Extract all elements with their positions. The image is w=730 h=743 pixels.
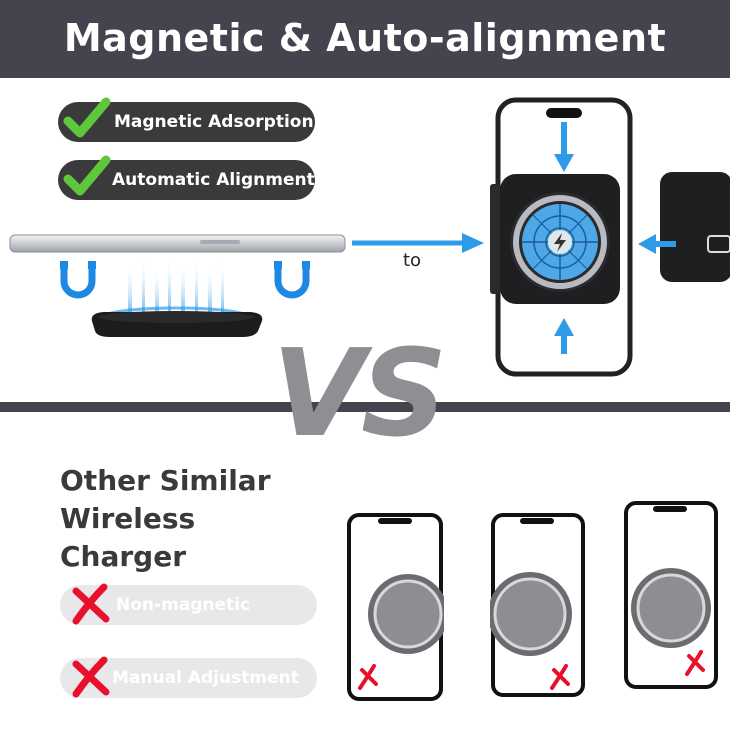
vs-label: VS xyxy=(272,325,447,464)
feature-pill-magnetic: Magnetic Adsorption xyxy=(58,97,315,142)
header-bar xyxy=(0,0,730,78)
magnet-icon xyxy=(274,261,310,299)
drawback-label: Non-magnetic xyxy=(116,595,251,615)
comparison-title-line: Wireless Charger xyxy=(60,502,196,573)
magnetic-adsorption-illustration xyxy=(9,234,346,337)
comparison-title-line: Other Similar xyxy=(60,464,271,497)
misaligned-phone-2 xyxy=(490,513,585,697)
feature-label: Magnetic Adsorption xyxy=(114,112,314,132)
feature-pill-alignment: Automatic Alignment xyxy=(58,155,315,200)
cross-icon xyxy=(72,583,110,625)
page-title: Magnetic & Auto-alignment xyxy=(63,16,667,60)
feature-label: Automatic Alignment xyxy=(112,170,315,190)
drawback-pill-manual: Manual Adjustment xyxy=(60,656,317,698)
misaligned-phone-3 xyxy=(624,501,718,689)
check-icon xyxy=(63,97,111,138)
arrow-right-icon xyxy=(352,233,484,253)
misaligned-phone-1 xyxy=(347,513,444,701)
arrow-label: to xyxy=(403,250,422,271)
check-icon xyxy=(63,155,111,196)
cross-icon xyxy=(72,656,110,698)
auto-alignment-illustration xyxy=(490,97,730,377)
drawback-label: Manual Adjustment xyxy=(112,668,299,688)
drawback-pill-non-magnetic: Non-magnetic xyxy=(60,583,317,625)
comparison-title: Other Similar Wireless Charger xyxy=(60,462,320,576)
section-divider xyxy=(0,402,730,412)
magnet-icon xyxy=(60,261,96,299)
